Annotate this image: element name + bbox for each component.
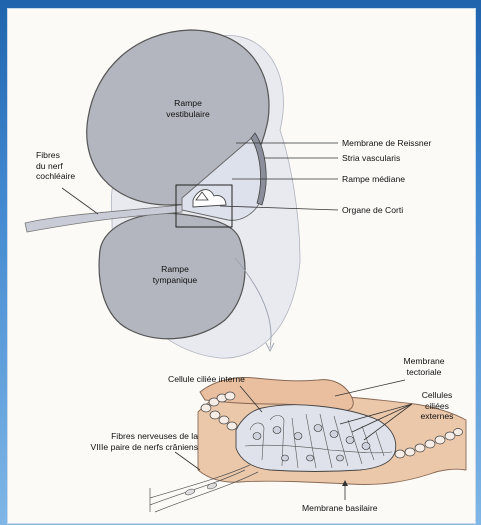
label-rampe-vestibulaire: Rampe vestibulaire (148, 98, 228, 119)
label-membrane-tectoriale: Membrane tectoriale (392, 356, 456, 377)
label-rampe-vestibulaire-l1: Rampe (148, 98, 228, 109)
label-externes-l1: Cellules (412, 390, 462, 401)
label-organe-corti: Organe de Corti (342, 205, 403, 216)
label-membrane-tectoriale-l1: Membrane (392, 356, 456, 367)
leader-fibres (62, 188, 98, 214)
label-fibres-nerveuses-l1: Fibres nerveuses de la (40, 431, 198, 442)
leader-fibres-nerveuses (175, 452, 200, 470)
label-membrane-reissner: Membrane de Reissner (342, 138, 431, 149)
label-externes-l2: ciliées (412, 401, 462, 412)
label-fibres-nerf-l1: Fibres (36, 150, 75, 161)
label-fibres-nerveuses: Fibres nerveuses de la VIIIe paire de ne… (40, 431, 198, 452)
label-rampe-tympanique-l2: tympanique (135, 275, 215, 286)
label-membrane-tectoriale-l2: tectoriale (392, 367, 456, 378)
label-externes-l3: externes (412, 411, 462, 422)
label-rampe-vestibulaire-l2: vestibulaire (148, 109, 228, 120)
label-fibres-nerf-l2: du nerf (36, 161, 75, 172)
label-stria-vascularis: Stria vascularis (342, 153, 400, 164)
label-fibres-nerf-l3: cochléaire (36, 171, 75, 182)
label-rampe-tympanique-l1: Rampe (135, 264, 215, 275)
label-rampe-tympanique: Rampe tympanique (135, 264, 215, 285)
label-membrane-basilaire: Membrane basilaire (302, 503, 377, 514)
label-cellule-ciliee-interne: Cellule ciliée interne (168, 374, 245, 385)
label-fibres-nerveuses-l2: VIIIe paire de nerfs crâniens (40, 442, 198, 453)
label-fibres-nerf: Fibres du nerf cochléaire (36, 150, 75, 182)
label-rampe-mediane: Rampe médiane (342, 174, 405, 185)
label-cellules-ciliees-externes: Cellules ciliées externes (412, 390, 462, 422)
